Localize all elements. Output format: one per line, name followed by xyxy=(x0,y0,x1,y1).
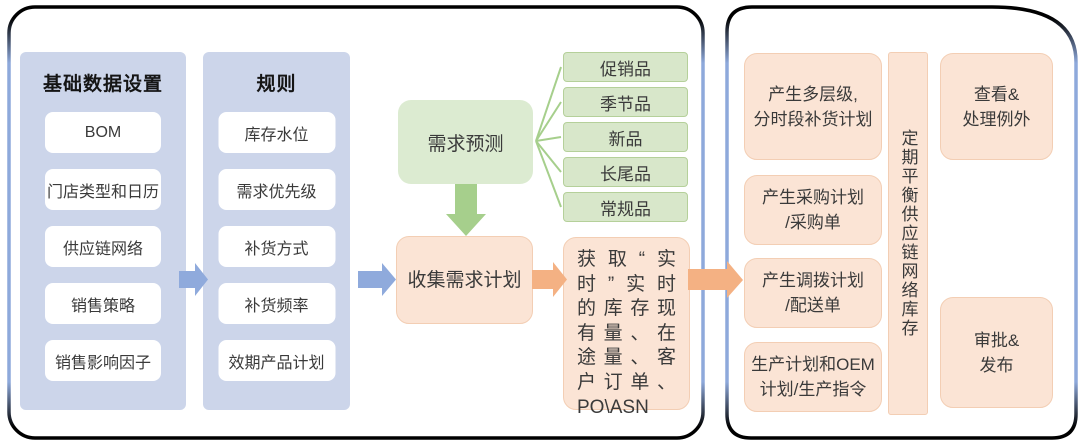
forecast-connector-line-seasonal xyxy=(535,101,562,142)
forecast-down-arrow xyxy=(446,184,486,236)
rules-column-title: 规则 xyxy=(256,74,297,95)
base-data-column: 基础数据设置 BOM 门店类型和日历 供应链网络 销售策略 销售影响因子 xyxy=(20,52,186,410)
base-data-column-title: 基础数据设置 xyxy=(42,74,163,95)
category-regular-box: 常规品 xyxy=(563,192,688,222)
base-data-item-sales-factors: 销售影响因子 xyxy=(45,340,161,381)
category-new-box: 新品 xyxy=(563,122,688,152)
rules-column: 规则 库存水位 需求优先级 补货方式 补货频率 效期产品计划 xyxy=(203,52,350,410)
base-data-item-bom: BOM xyxy=(45,112,161,153)
collect-demand-plan-box: 收集需求计划 xyxy=(396,236,533,324)
rules-item-demand-priority: 需求优先级 xyxy=(218,169,335,210)
rules-item-inventory-level: 库存水位 xyxy=(218,112,335,153)
category-longtail-box: 长尾品 xyxy=(563,157,688,187)
forecast-connector-line-new xyxy=(535,136,562,142)
view-handle-exception-box: 查看& 处理例外 xyxy=(940,53,1053,160)
demand-forecast-box: 需求预测 xyxy=(398,100,533,184)
flow-arrow-rules-to-collect xyxy=(358,263,396,296)
rules-item-replenish-method: 补货方式 xyxy=(218,226,335,267)
forecast-connector-line-regular xyxy=(535,140,562,208)
base-data-item-supply-network: 供应链网络 xyxy=(45,226,161,267)
transfer-plan-box: 产生调拨计划 /配送单 xyxy=(744,258,882,328)
base-data-item-store-type-calendar: 门店类型和日历 xyxy=(45,169,161,210)
forecast-connector-line-longtail xyxy=(535,140,562,173)
base-data-item-sales-strategy: 销售策略 xyxy=(45,283,161,324)
category-seasonal-box: 季节品 xyxy=(563,87,688,117)
rules-item-shelf-life-plan: 效期产品计划 xyxy=(218,340,335,381)
rules-item-replenish-frequency: 补货频率 xyxy=(218,283,335,324)
production-oem-plan-box: 生产计划和OEM 计划/生产指令 xyxy=(744,342,882,412)
multi-level-replenish-plan-box: 产生多层级, 分时段补货计划 xyxy=(744,53,882,160)
category-promo-box: 促销品 xyxy=(563,52,688,82)
approve-publish-box: 审批& 发布 xyxy=(940,297,1053,408)
flow-arrow-collect-to-realtime xyxy=(532,262,567,297)
realtime-inventory-box: 获取“实 时”实时 的库存现 有量、在 途量、客 户订单、 PO\ASN xyxy=(563,237,690,418)
forecast-connector-line-promo xyxy=(535,66,562,142)
purchase-plan-box: 产生采购计划 /采购单 xyxy=(744,175,882,245)
balance-network-inventory-bar: 定期平衡供应链网络库存 xyxy=(888,52,928,415)
flow-arrow-realtime-to-plans xyxy=(688,261,743,298)
